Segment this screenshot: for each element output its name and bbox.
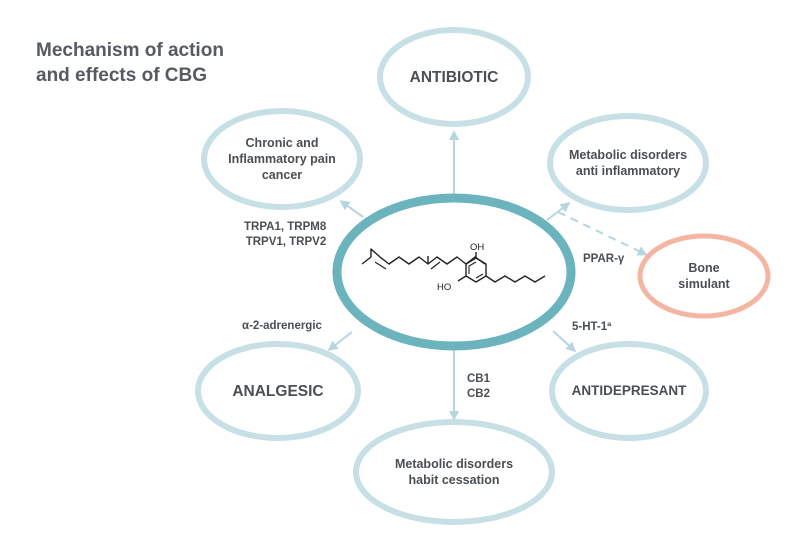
alpha-text: α-2-adrenergic xyxy=(242,320,322,332)
connectors xyxy=(327,130,648,421)
arrow-to-bone xyxy=(557,211,648,256)
node-bone-ring xyxy=(637,233,771,319)
node-metabolic-top-ring xyxy=(547,113,709,213)
oh-bottom-label: HO xyxy=(437,282,451,293)
antibiotic-label: ANTIBIOTIC xyxy=(409,68,499,86)
trp-line-1: TRPA1, TRPM8 xyxy=(244,221,327,233)
center-ring xyxy=(332,193,576,351)
cbg-molecule xyxy=(361,248,546,283)
title-line-2: and effects of CBG xyxy=(36,65,208,86)
trp-line-2: TRPV1, TRPV2 xyxy=(245,236,327,248)
label-ppar: PPAR-γ xyxy=(583,252,624,267)
antidepressant-label: ANTIDEPRESANT xyxy=(571,383,687,398)
node-antibiotic: ANTIBIOTIC xyxy=(380,60,528,94)
oh-top-label: OH xyxy=(470,242,484,253)
bone-line-2: simulant xyxy=(678,277,730,291)
arrow-to-chronic xyxy=(339,200,364,218)
node-metabolic-bottom-ring xyxy=(353,419,555,525)
label-cb-receptors: CB1 CB2 xyxy=(467,372,490,402)
metabolic-bottom-line-2: habit cessation xyxy=(408,473,500,487)
cb2-text: CB2 xyxy=(467,388,491,400)
label-trp-receptors: TRPA1, TRPM8 TRPV1, TRPV2 xyxy=(244,220,326,250)
cb1-text: CB1 xyxy=(467,373,491,385)
node-metabolic-top: Metabolic disorders anti inflammatory xyxy=(550,143,706,183)
node-antibiotic-ring xyxy=(377,27,531,127)
node-antidepressant: ANTIDEPRESANT xyxy=(552,374,706,408)
metabolic-bottom-line-1: Metabolic disorders xyxy=(394,457,514,471)
chronic-line-2: Inflammatory pain xyxy=(228,152,336,166)
metabolic-top-line-2: anti inflammatory xyxy=(575,164,681,178)
node-analgesic-ring xyxy=(195,341,361,441)
node-chronic: Chronic and Inflammatory pain cancer xyxy=(204,130,360,188)
label-alpha-adrenergic: α-2-adrenergic xyxy=(242,319,322,334)
arrow-to-analgesic xyxy=(327,331,353,351)
chronic-line-1: Chronic and xyxy=(245,136,319,150)
label-5ht: 5-HT-1ª xyxy=(572,320,611,335)
node-antidepressant-ring xyxy=(549,341,709,441)
node-analgesic: ANALGESIC xyxy=(198,374,358,408)
ppar-text: PPAR-γ xyxy=(583,253,625,265)
node-metabolic-bottom: Metabolic disorders habit cessation xyxy=(356,452,552,492)
arrow-to-metabolic-top xyxy=(546,202,571,221)
node-chronic-ring xyxy=(201,108,363,210)
node-bone: Bone simulant xyxy=(640,256,768,296)
bone-line-1: Bone xyxy=(688,261,720,275)
ht-text: 5-HT-1ª xyxy=(572,321,612,333)
chronic-line-3: cancer xyxy=(261,168,303,182)
diagram-title: Mechanism of action and effects of CBG xyxy=(36,38,224,88)
analgesic-label: ANALGESIC xyxy=(232,382,324,400)
arrow-to-antidepressant xyxy=(552,330,577,353)
title-line-1: Mechanism of action xyxy=(36,40,224,61)
metabolic-top-line-1: Metabolic disorders xyxy=(568,148,688,162)
